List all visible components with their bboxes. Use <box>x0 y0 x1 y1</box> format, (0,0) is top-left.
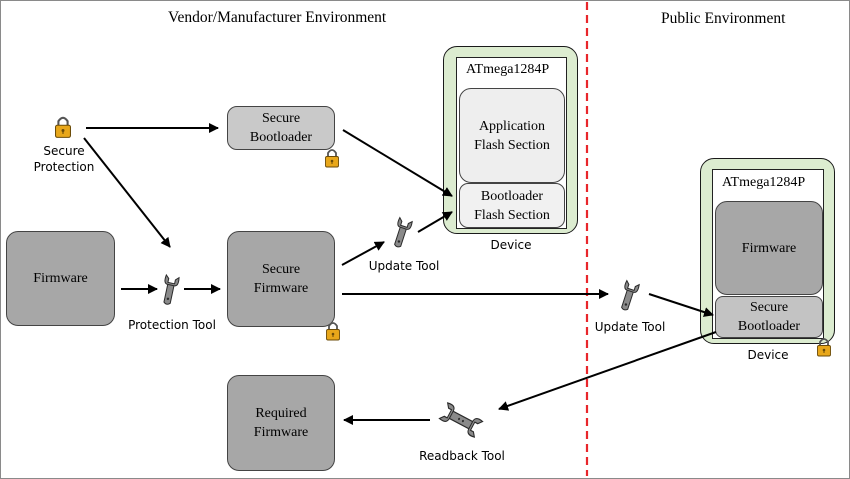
application-flash-section: Application Flash Section <box>459 88 565 183</box>
public-environment-heading: Public Environment <box>661 10 786 27</box>
update-tool-public-wrench-icon <box>617 280 641 313</box>
readback-tool-label: Readback Tool <box>419 449 505 463</box>
public-secure-bootloader-section: Secure Bootloader <box>715 296 823 338</box>
secure-bootloader-lock-icon <box>324 149 340 168</box>
secure-protection-label: Secure Protection <box>33 144 95 174</box>
vendor-environment-heading: Vendor/Manufacturer Environment <box>168 9 387 26</box>
public-chip-title: ATmega1284P <box>722 175 806 190</box>
vendor-chip-title: ATmega1284P <box>466 62 550 77</box>
arrow-secure-firmware-to-update-tool <box>341 241 385 266</box>
update-tool-public-label: Update Tool <box>594 320 666 334</box>
required-firmware-node: Required Firmware <box>227 375 335 471</box>
readback-tool-wrench-icon <box>438 402 484 438</box>
arrow-device-to-readback-tool <box>498 331 717 411</box>
update-tool-vendor-label: Update Tool <box>368 259 440 273</box>
public-device-lock-icon <box>816 338 832 357</box>
protection-tool-label: Protection Tool <box>128 318 216 332</box>
secure-bootloader-node: Secure Bootloader <box>227 106 335 150</box>
secure-firmware-lock-icon <box>325 322 341 341</box>
arrow-protection-to-protection-tool <box>83 137 171 248</box>
firmware-node: Firmware <box>6 231 115 326</box>
public-firmware-section: Firmware <box>715 201 823 295</box>
arrow-update-tool-to-device <box>417 211 453 233</box>
arrow-public-update-tool-to-device <box>648 293 714 317</box>
public-device-caption: Device <box>747 348 789 362</box>
arrow-bootloader-to-device <box>342 129 453 197</box>
bootloader-flash-section: Bootloader Flash Section <box>459 183 565 228</box>
secure-firmware-node: Secure Firmware <box>227 231 335 327</box>
protection-tool-wrench-icon <box>159 274 180 307</box>
update-tool-vendor-wrench-icon <box>390 217 414 250</box>
vendor-device-caption: Device <box>490 238 532 252</box>
secure-protection-lock-icon <box>54 116 72 139</box>
